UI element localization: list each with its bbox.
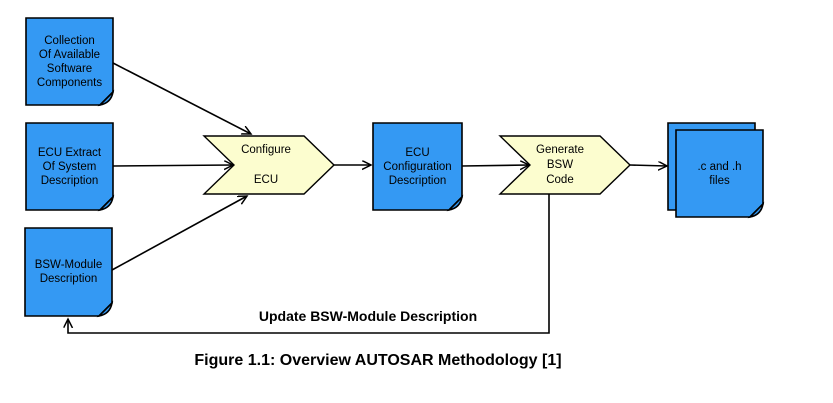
arrow-bsw-module-to-configure xyxy=(111,196,247,271)
arrow-generate-to-files xyxy=(629,165,667,166)
folded-corner-icon xyxy=(97,194,115,212)
folded-corner-icon xyxy=(747,201,765,219)
collection-doc-shape xyxy=(25,17,115,107)
folded-corner-icon xyxy=(96,300,114,318)
ecu-config-doc-shape xyxy=(372,122,464,212)
files-doc-front xyxy=(675,129,764,218)
arrow-collection-to-configure xyxy=(112,62,251,134)
bsw-module-doc-shape xyxy=(24,227,114,318)
arrow-ecu-extract-to-configure xyxy=(112,165,233,166)
files-doc-stack-shape xyxy=(667,122,765,219)
ecu-extract-doc-shape xyxy=(25,122,115,212)
arrow-ecu-config-to-generate xyxy=(461,165,529,166)
folded-corner-icon xyxy=(446,194,464,212)
figure-caption: Figure 1.1: Overview AUTOSAR Methodology… xyxy=(194,352,562,369)
folded-corner-icon xyxy=(97,89,115,107)
arrow-update-feedback xyxy=(68,194,550,334)
